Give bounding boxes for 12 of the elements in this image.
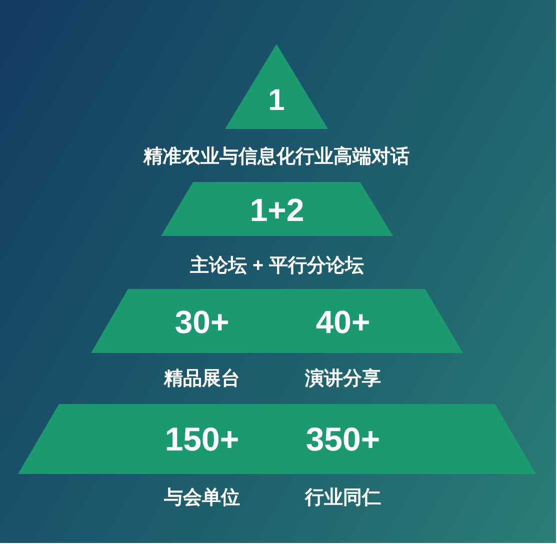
stat-number: 350+ bbox=[306, 422, 380, 456]
stat-number: 1 bbox=[268, 86, 285, 116]
stat-caption: 演讲分享 bbox=[305, 370, 381, 388]
stat-caption: 主论坛 + 平行分论坛 bbox=[190, 256, 364, 276]
stat-number: 30+ bbox=[174, 306, 230, 338]
stat-caption: 精品展台 bbox=[164, 370, 240, 388]
stat-caption: 精准农业与信息化行业高端对话 bbox=[144, 148, 410, 166]
stat-caption: 与会单位 bbox=[164, 488, 240, 508]
stat-number: 40+ bbox=[316, 306, 370, 338]
stat-number: 150+ bbox=[164, 422, 240, 456]
stat-number: 1+2 bbox=[250, 194, 304, 226]
stat-caption: 行业同仁 bbox=[305, 488, 381, 508]
